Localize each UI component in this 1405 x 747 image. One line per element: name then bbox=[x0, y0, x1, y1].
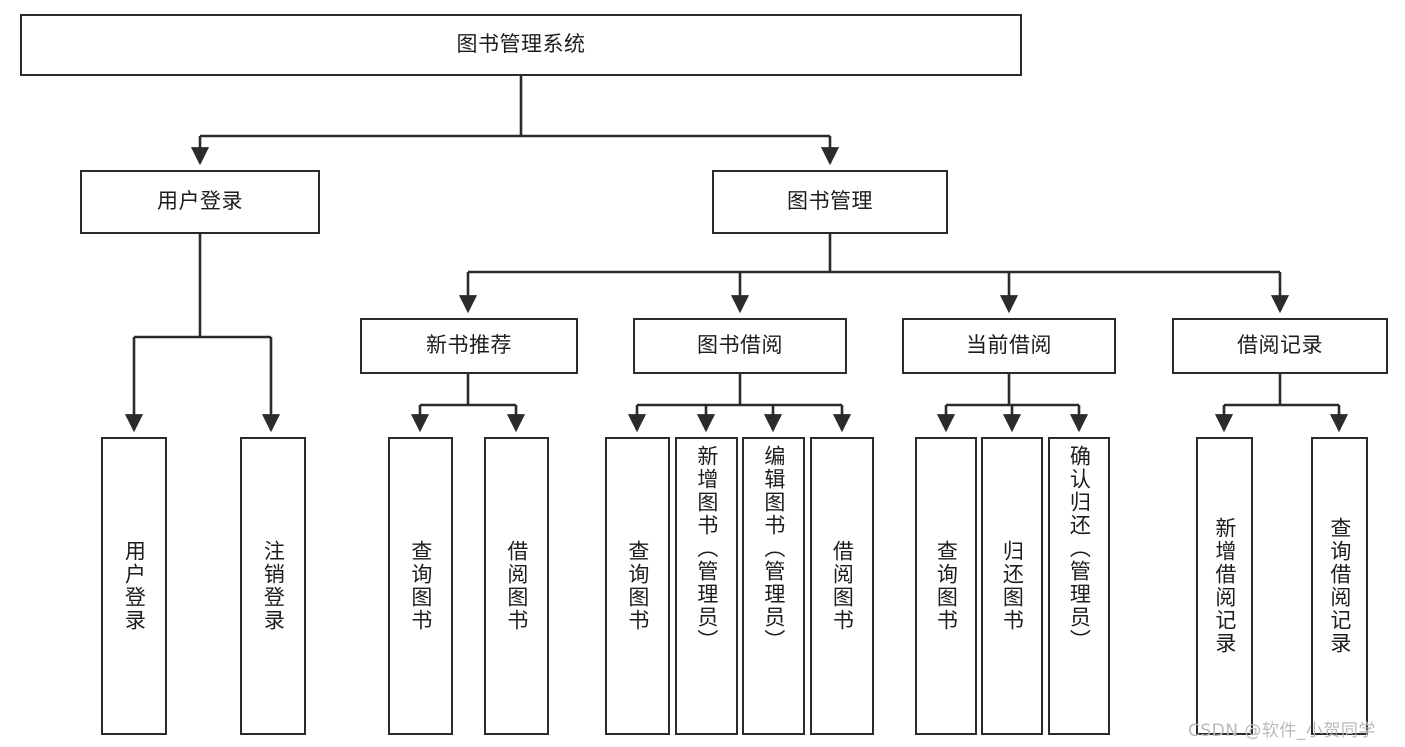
leaf-record-query[interactable]: 查询借阅记录 bbox=[1311, 437, 1368, 735]
leaf-user-logout[interactable]: 注销登录 bbox=[240, 437, 306, 735]
leaf-recommend-borrow-book-label: 借阅图书 bbox=[504, 540, 529, 632]
node-book-management[interactable]: 图书管理 bbox=[712, 170, 948, 234]
node-new-book-recommend-label: 新书推荐 bbox=[426, 333, 512, 358]
node-root[interactable]: 图书管理系统 bbox=[20, 14, 1022, 76]
leaf-user-login[interactable]: 用户登录 bbox=[101, 437, 167, 735]
leaf-borrow-edit-book[interactable]: 编辑图书（管理员） bbox=[742, 437, 805, 735]
node-borrow-record[interactable]: 借阅记录 bbox=[1172, 318, 1388, 374]
watermark-text: CSDN @软件_小贺同学 bbox=[1188, 721, 1376, 741]
leaf-record-add-label: 新增借阅记录 bbox=[1212, 517, 1237, 655]
leaf-recommend-query-book-label: 查询图书 bbox=[408, 540, 433, 632]
leaf-borrow-add-book[interactable]: 新增图书（管理员） bbox=[675, 437, 738, 735]
node-book-management-label: 图书管理 bbox=[787, 189, 873, 214]
node-book-borrow-label: 图书借阅 bbox=[697, 333, 783, 358]
node-current-borrow-label: 当前借阅 bbox=[966, 333, 1052, 358]
leaf-borrow-query-book-label: 查询图书 bbox=[625, 540, 650, 632]
leaf-recommend-query-book[interactable]: 查询图书 bbox=[388, 437, 453, 735]
leaf-current-return-book-label: 归还图书 bbox=[1000, 540, 1025, 632]
leaf-user-logout-label: 注销登录 bbox=[261, 540, 286, 632]
leaf-recommend-borrow-book[interactable]: 借阅图书 bbox=[484, 437, 549, 735]
leaf-borrow-borrow-book[interactable]: 借阅图书 bbox=[810, 437, 874, 735]
leaf-record-query-label: 查询借阅记录 bbox=[1327, 517, 1352, 655]
leaf-borrow-edit-book-label: 编辑图书（管理员） bbox=[761, 445, 786, 652]
leaf-user-login-label: 用户登录 bbox=[122, 540, 147, 632]
leaf-current-query-book-label: 查询图书 bbox=[934, 540, 959, 632]
leaf-current-confirm-return-label: 确认归还（管理员） bbox=[1067, 445, 1092, 652]
node-new-book-recommend[interactable]: 新书推荐 bbox=[360, 318, 578, 374]
leaf-current-return-book[interactable]: 归还图书 bbox=[981, 437, 1043, 735]
node-book-borrow[interactable]: 图书借阅 bbox=[633, 318, 847, 374]
leaf-current-query-book[interactable]: 查询图书 bbox=[915, 437, 977, 735]
node-borrow-record-label: 借阅记录 bbox=[1237, 333, 1323, 358]
leaf-current-confirm-return[interactable]: 确认归还（管理员） bbox=[1048, 437, 1110, 735]
leaf-borrow-query-book[interactable]: 查询图书 bbox=[605, 437, 670, 735]
node-user-login[interactable]: 用户登录 bbox=[80, 170, 320, 234]
node-user-login-label: 用户登录 bbox=[157, 189, 243, 214]
leaf-record-add[interactable]: 新增借阅记录 bbox=[1196, 437, 1253, 735]
node-current-borrow[interactable]: 当前借阅 bbox=[902, 318, 1116, 374]
leaf-borrow-borrow-book-label: 借阅图书 bbox=[830, 540, 855, 632]
leaf-borrow-add-book-label: 新增图书（管理员） bbox=[694, 445, 719, 652]
node-root-label: 图书管理系统 bbox=[456, 32, 586, 57]
